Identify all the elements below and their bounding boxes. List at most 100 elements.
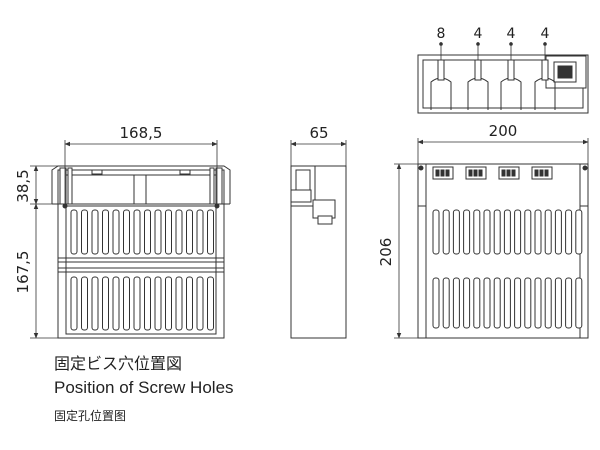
tab-post [437,59,445,81]
vent-slot [70,209,78,255]
vent-slot [565,209,573,255]
connector-pin [539,169,544,177]
vent-slot [186,276,193,331]
vent-slot [554,277,562,329]
vent-slot [544,209,552,255]
side-depth-label: 65 [309,124,328,142]
connector-pin [468,169,473,177]
vent-slot [534,209,542,255]
vent-slot [196,276,204,331]
vent-slot [123,209,130,255]
connector-pin [511,169,516,177]
vent-slot [112,276,120,331]
front-height-dimensions [30,165,58,339]
screw-hole [418,165,424,171]
connector-pin [440,169,445,177]
vent-slot [165,209,172,255]
vent-slot [432,209,440,255]
tab-post [507,59,515,81]
connector-pin [473,169,478,177]
vent-slot [432,277,440,329]
vent-slot [70,276,78,331]
vent-slot [144,276,151,331]
vent-slot [165,276,172,331]
screw-hole [582,165,588,171]
connector-pin [478,169,483,177]
top-view-label: 8 [437,26,446,42]
tab-post [474,59,482,81]
vent-slot [133,276,141,331]
vent-slot [91,209,99,255]
side-view [290,165,347,339]
vent-slot [524,209,532,255]
front-view [51,165,231,339]
back-view [417,163,589,339]
vent-slot [81,209,88,255]
vent-slot [554,209,562,255]
vent-slot [483,277,491,329]
caption-chinese: 固定孔位置图 [54,409,127,423]
vent-slot [575,277,583,329]
vent-slot [575,209,583,255]
top-view-labels: 8 4 4 4 [437,26,550,60]
vent-slot [514,277,522,329]
vent-slot [112,209,120,255]
screw-hole [509,42,513,46]
back-width-dimension [417,138,589,164]
vent-slot [452,209,460,255]
connector-pin [445,169,450,177]
back-width-label: 200 [489,122,518,140]
connector-pin [501,169,506,177]
vent-slot [102,276,109,331]
vent-slot [544,277,552,329]
vent-slot [207,276,214,331]
connector-pin [506,169,511,177]
vent-slot [493,277,501,329]
vent-slot [503,209,511,255]
side-depth-dimension [290,140,347,166]
front-width-label: 168,5 [120,124,163,142]
back-height-dimension [394,163,418,339]
connector-pin [534,169,539,177]
screw-hole [543,42,547,46]
vent-slot [503,277,511,329]
vent-slot [534,277,542,329]
top-view [417,54,589,114]
top-view-label: 4 [474,26,483,42]
vent-slot [524,277,532,329]
vent-slot [442,277,450,329]
vent-slot [154,209,162,255]
front-width-dimension [64,140,218,206]
vent-slot [473,277,481,329]
vent-slot [123,276,130,331]
vent-slot [102,209,109,255]
vent-slot [81,276,88,331]
front-body-height-label: 167,5 [14,251,32,294]
caption-japanese: 固定ビス穴位置図 [54,354,183,373]
vent-slot [565,277,573,329]
caption-english: Position of Screw Holes [54,378,234,397]
connector-pin [435,169,440,177]
vent-slot [186,209,193,255]
front-top-height-label: 38,5 [14,169,32,202]
vent-slot [144,209,151,255]
vent-slot [91,276,99,331]
vent-slot [483,209,491,255]
vent-slot [452,277,460,329]
vent-slot [514,209,522,255]
vent-slot [154,276,162,331]
vent-slot [442,209,450,255]
vent-slot [133,209,141,255]
screw-hole [476,42,480,46]
vent-slot [473,209,481,255]
vent-slot [175,209,183,255]
vent-slot [493,209,501,255]
back-height-label: 206 [377,238,395,267]
top-view-label: 4 [507,26,516,42]
connector-pin [544,169,549,177]
top-view-label: 4 [541,26,550,42]
vent-slot [463,277,471,329]
vent-slot [207,209,214,255]
vent-slot [196,209,204,255]
